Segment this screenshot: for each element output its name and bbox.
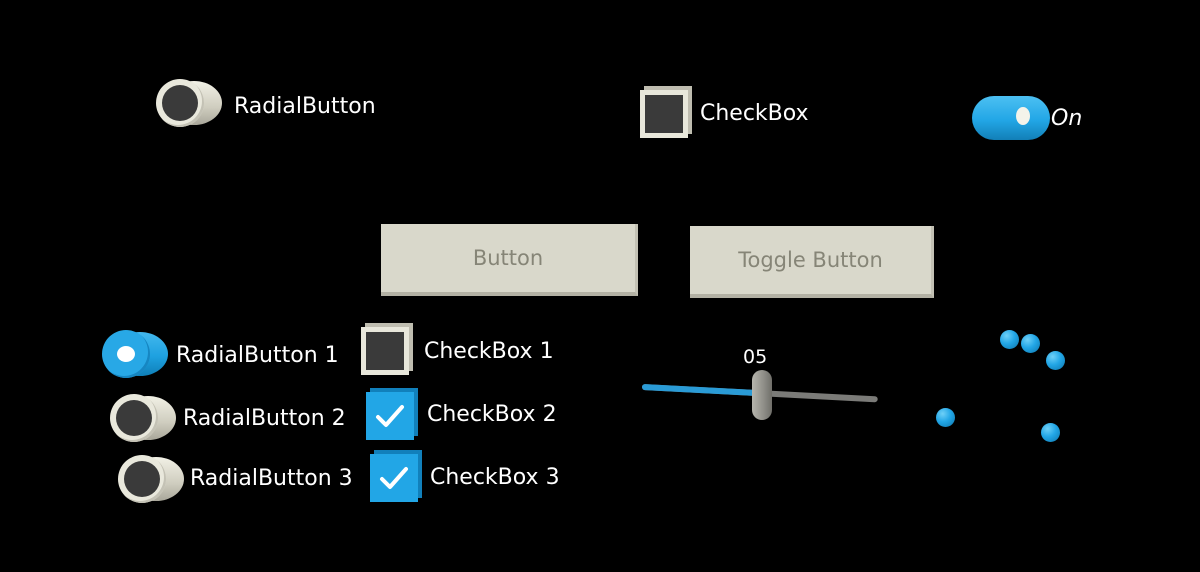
blue-sphere: [936, 408, 955, 427]
slider-thumb[interactable]: [752, 370, 772, 420]
blue-sphere: [1046, 351, 1065, 370]
radial-button-2-label: RadialButton 2: [183, 406, 346, 431]
radial-button[interactable]: [156, 78, 224, 128]
checkmark-icon: [380, 467, 408, 489]
checkbox-3[interactable]: [370, 450, 424, 504]
checkbox[interactable]: [640, 86, 694, 140]
checkbox-2-label: CheckBox 2: [427, 402, 557, 427]
checkbox-3-label: CheckBox 3: [430, 465, 560, 490]
radial-button-3-label: RadialButton 3: [190, 466, 353, 491]
toggle-button-label: Toggle Button: [738, 248, 883, 272]
slider-fill: [641, 384, 760, 397]
switch-knob: [1016, 107, 1030, 125]
button-label: Button: [472, 246, 544, 270]
toggle-switch[interactable]: [972, 94, 1052, 140]
radial-button-label: RadialButton: [234, 94, 376, 119]
radial-button-3[interactable]: [118, 454, 186, 504]
switch-label: On: [1051, 106, 1083, 131]
checkbox-label: CheckBox: [700, 101, 809, 126]
radial-button-1-label: RadialButton 1: [176, 343, 339, 368]
radial-button-1[interactable]: [102, 329, 170, 379]
radial-button-2[interactable]: [110, 393, 178, 443]
checkmark-icon: [376, 405, 404, 427]
blue-sphere: [1000, 330, 1019, 349]
checkbox-2[interactable]: [366, 388, 420, 442]
toggle-button[interactable]: Toggle Button: [690, 226, 934, 298]
blue-sphere: [1041, 423, 1060, 442]
blue-sphere: [1021, 334, 1040, 353]
slider-value: 05: [743, 346, 768, 368]
button[interactable]: Button: [381, 224, 638, 296]
checkbox-1-label: CheckBox 1: [424, 339, 554, 364]
checkbox-1[interactable]: [361, 323, 415, 377]
